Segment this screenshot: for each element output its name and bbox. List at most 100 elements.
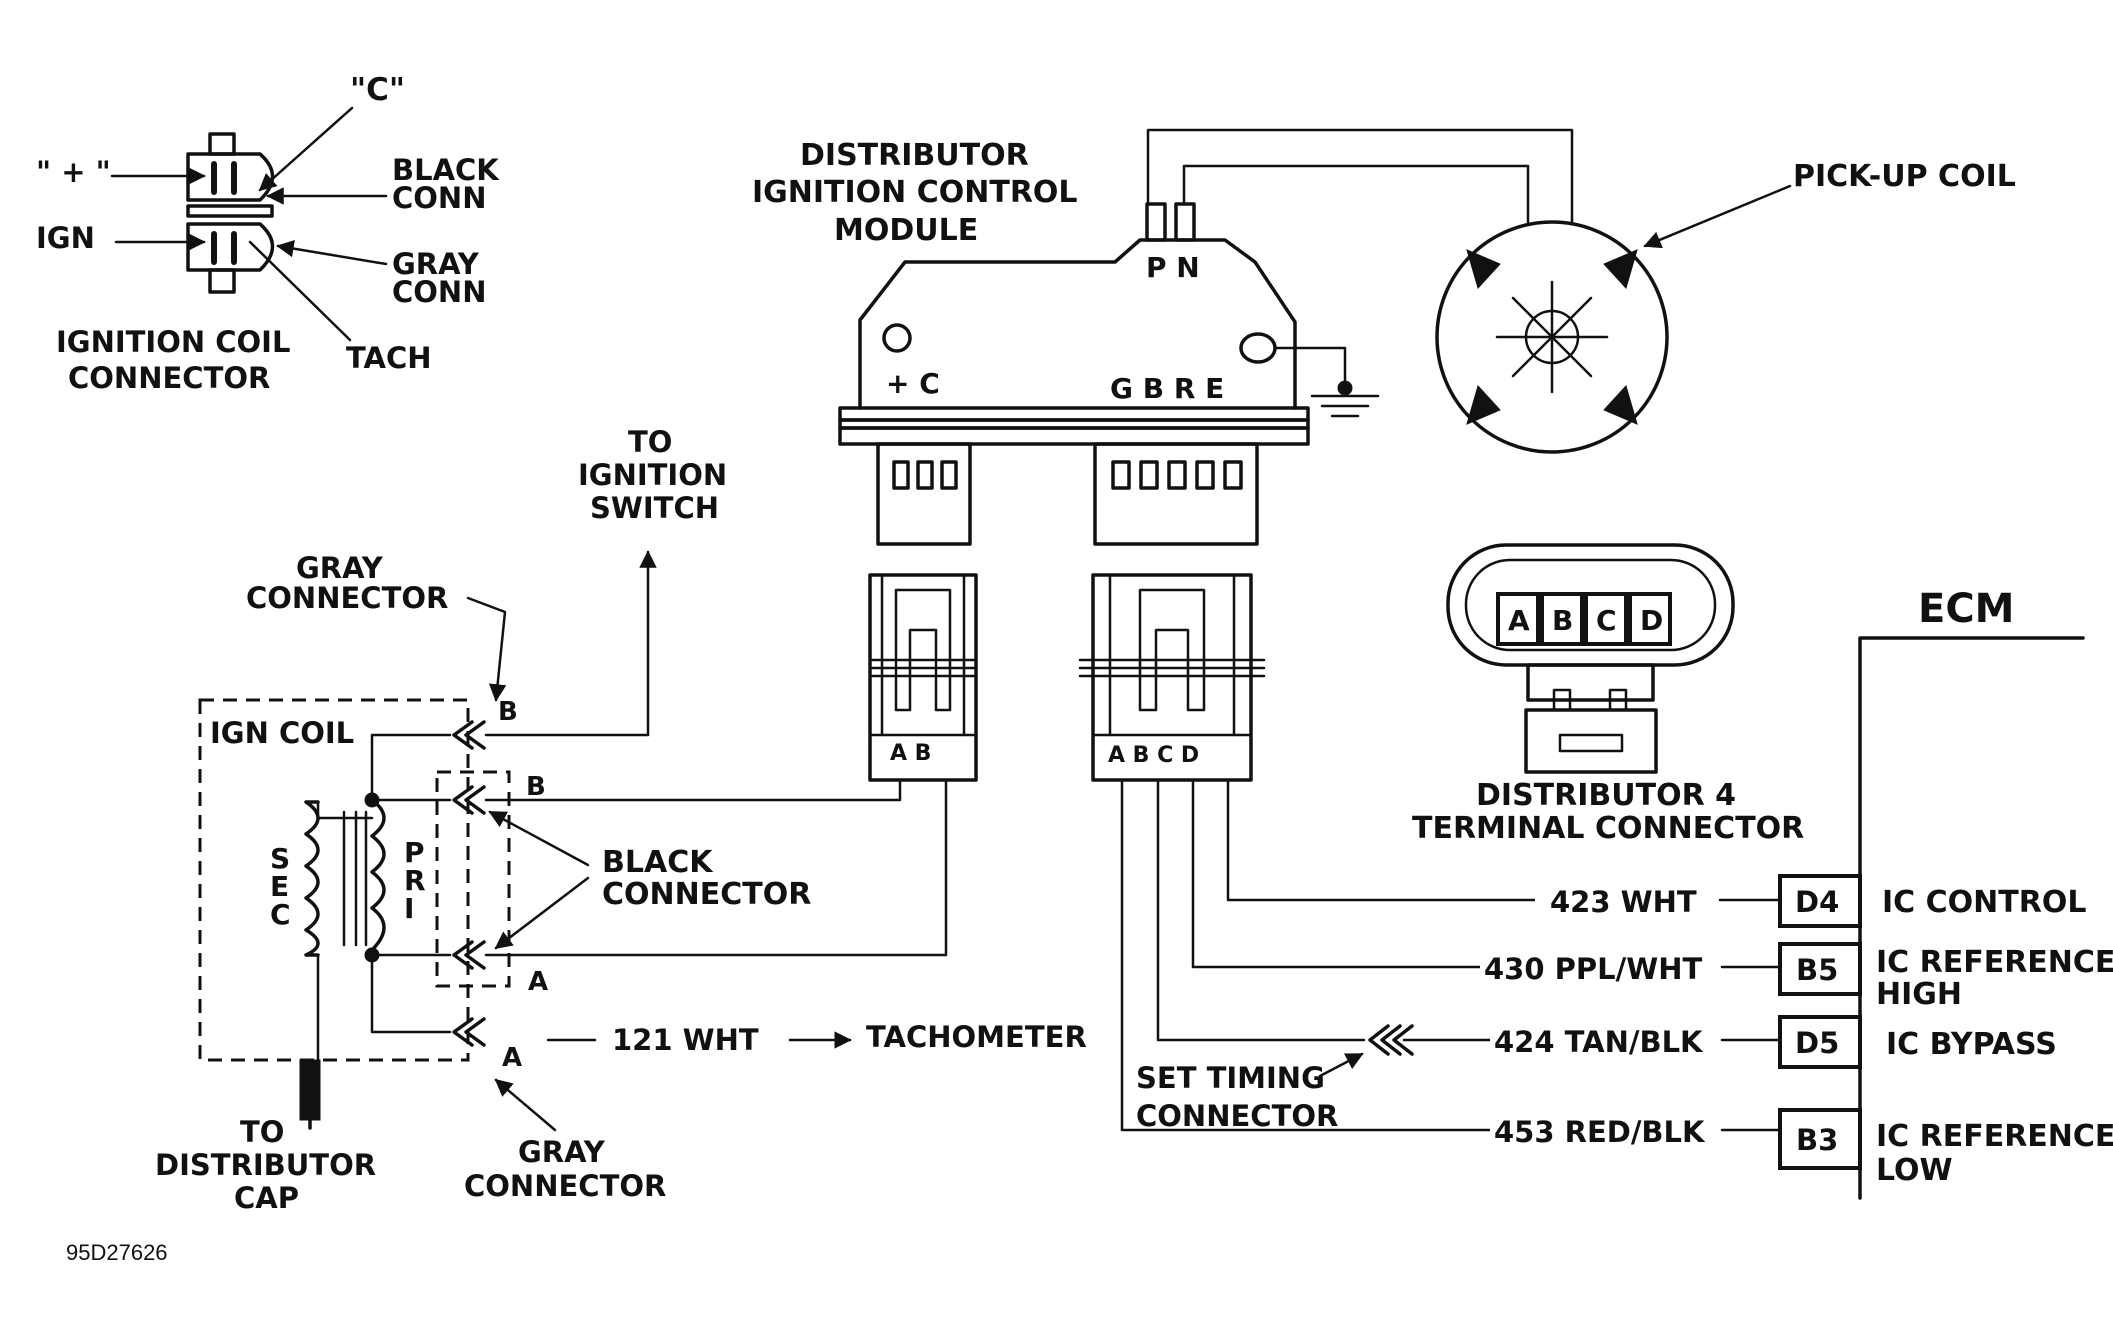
set-timing-label-1: SET TIMING bbox=[1136, 1061, 1325, 1095]
coil-connector-title-1: IGNITION COIL bbox=[56, 325, 290, 359]
ecm-pin-d4-label: D4 bbox=[1795, 885, 1839, 919]
four-term-pin-b: B bbox=[1552, 604, 1573, 637]
ecm-wiring: SET TIMING CONNECTOR 423 WHT 430 PPL/WHT… bbox=[1120, 778, 1782, 1150]
four-term-cell-c bbox=[1584, 592, 1628, 646]
plug-connector-left: A B bbox=[868, 573, 978, 782]
module-socket-left bbox=[876, 442, 972, 546]
ecm-pin-b5 bbox=[1778, 942, 1862, 996]
ecm-title: ECM bbox=[1918, 586, 2014, 632]
module-body bbox=[858, 238, 1297, 410]
coil-connector-title-2: CONNECTOR bbox=[68, 361, 270, 395]
dist-cap-label-1: TO bbox=[240, 1115, 284, 1149]
black-connector-dashed-box bbox=[435, 770, 511, 988]
gray-connector-bottom: GRAY CONNECTOR bbox=[464, 1078, 666, 1203]
pri-letter-i: I bbox=[404, 892, 414, 925]
distributor-4-terminal-connector: A B C D DISTRIBUTOR 4 TERMINAL CONNECTOR bbox=[1412, 543, 1804, 846]
sec-letter-c: C bbox=[270, 898, 291, 931]
ecm-func-ic-ref-high-1: IC REFERENCE bbox=[1876, 945, 2113, 980]
to-ignition-switch: TO IGNITION SWITCH bbox=[484, 425, 727, 737]
ground-symbol bbox=[1273, 346, 1380, 418]
pin-b-gray-label: B bbox=[498, 697, 518, 727]
coil-connector-symbol bbox=[186, 132, 275, 294]
sec-letter-s: S bbox=[270, 842, 290, 875]
tach-wire-dest: TACHOMETER bbox=[866, 1020, 1087, 1054]
module-ground-hole bbox=[1239, 332, 1277, 364]
module-pins-left: + C bbox=[886, 367, 940, 400]
module-terminal-p bbox=[1145, 202, 1167, 242]
black-connector: BLACK CONNECTOR bbox=[488, 810, 811, 950]
wire-black-b-to-plug-a bbox=[484, 778, 902, 802]
ecm-pin-d5-label: D5 bbox=[1795, 1026, 1839, 1060]
arrow-c bbox=[258, 106, 354, 192]
terminal-gray-b bbox=[452, 720, 486, 750]
pin-b-black-label: B bbox=[526, 772, 546, 802]
label-plus-terminal: " + " bbox=[36, 155, 111, 189]
module-base-plate-3 bbox=[838, 426, 1310, 446]
ignition-coil-connector: "C" " + " IGN BLACK CONN GRAY CONN TACH … bbox=[36, 72, 500, 395]
gray-connector-top: GRAY CONNECTOR bbox=[246, 551, 507, 702]
ign-coil-label: IGN COIL bbox=[210, 716, 354, 750]
module-pins-right: G B R E bbox=[1110, 372, 1224, 405]
ecm-pin-d5 bbox=[1778, 1015, 1862, 1069]
label-ign-terminal: IGN bbox=[36, 221, 95, 255]
four-term-pin-d: D bbox=[1640, 604, 1663, 637]
wire-black-a-to-plug-b bbox=[484, 778, 948, 957]
sec-letter-e: E bbox=[270, 870, 289, 903]
pickup-coil: PICK-UP COIL bbox=[1146, 128, 2016, 454]
pri-letter-r: R bbox=[404, 864, 426, 897]
module-base-plate-1 bbox=[838, 406, 1310, 422]
pickup-wire-p bbox=[1146, 128, 1574, 224]
ecm-func-ic-ref-low-2: LOW bbox=[1876, 1153, 1953, 1188]
gray-conn-bottom-label-2: CONNECTOR bbox=[464, 1169, 666, 1203]
primary-winding bbox=[370, 798, 386, 952]
ecm-pin-b3-label: B3 bbox=[1796, 1123, 1838, 1157]
leader-tach bbox=[248, 240, 352, 342]
ecm-func-ic-ref-low-1: IC REFERENCE bbox=[1876, 1119, 2113, 1154]
terminal-black-a bbox=[452, 940, 486, 970]
wire-label-430: 430 PPL/WHT bbox=[1484, 952, 1702, 986]
tach-wire-code: 121 WHT bbox=[612, 1023, 759, 1057]
four-term-label-2: TERMINAL CONNECTOR bbox=[1412, 811, 1804, 846]
ign-switch-label-3: SWITCH bbox=[590, 491, 719, 525]
module-mount-hole-left bbox=[882, 323, 912, 353]
pickup-coil-label: PICK-UP COIL bbox=[1793, 159, 2016, 194]
module-pins-top: P N bbox=[1146, 251, 1200, 284]
plug-connector-right: A B C D bbox=[1078, 573, 1266, 782]
figure-id: 95D27626 bbox=[66, 1240, 168, 1265]
module-socket-right bbox=[1093, 442, 1259, 546]
gray-conn-bottom-label-1: GRAY bbox=[518, 1135, 606, 1169]
plug-left-pins: A B bbox=[890, 741, 931, 766]
module-title-1: DISTRIBUTOR bbox=[800, 138, 1029, 173]
dist-cap-label-2: DISTRIBUTOR bbox=[155, 1148, 376, 1182]
ecm-func-ic-ref-high-2: HIGH bbox=[1876, 977, 1962, 1012]
four-term-cell-d bbox=[1628, 592, 1672, 646]
ecm-pin-b3 bbox=[1778, 1108, 1862, 1170]
four-term-pin-c: C bbox=[1596, 604, 1617, 637]
module-title-3: MODULE bbox=[834, 213, 978, 248]
four-term-cell-a bbox=[1496, 592, 1540, 646]
label-tach: TACH bbox=[346, 341, 432, 375]
ecm-pin-b5-label: B5 bbox=[1796, 953, 1838, 987]
pin-a-gray-label: A bbox=[502, 1043, 522, 1073]
ecm: ECM D4 B5 D5 B3 IC CONTROL IC REFERENCE … bbox=[1778, 586, 2113, 1200]
four-term-label-1: DISTRIBUTOR 4 bbox=[1476, 778, 1736, 813]
black-conn-label-2: CONNECTOR bbox=[602, 877, 811, 912]
ignition-coil: IGN COIL S E C P R I bbox=[155, 697, 548, 1215]
label-gray-conn-2: CONN bbox=[392, 275, 486, 309]
plug-right-pins: A B C D bbox=[1108, 743, 1199, 768]
module-title-2: IGNITION CONTROL bbox=[752, 175, 1078, 210]
terminal-gray-a bbox=[452, 1017, 486, 1047]
ecm-pin-d4 bbox=[1778, 874, 1862, 928]
module-terminal-n bbox=[1174, 202, 1196, 242]
dist-cap-label-3: CAP bbox=[234, 1181, 299, 1215]
wire-label-424: 424 TAN/BLK bbox=[1494, 1025, 1704, 1059]
four-term-cell-b bbox=[1540, 592, 1584, 646]
terminal-black-b bbox=[452, 785, 486, 815]
pickup-wire-n bbox=[1182, 164, 1530, 224]
pri-letter-p: P bbox=[404, 836, 425, 869]
ign-switch-label-1: TO bbox=[628, 425, 672, 459]
set-timing-chevrons bbox=[1368, 1024, 1414, 1056]
ignition-control-module: DISTRIBUTOR IGNITION CONTROL MODULE P N … bbox=[752, 138, 1380, 546]
set-timing-label-2: CONNECTOR bbox=[1136, 1099, 1338, 1133]
